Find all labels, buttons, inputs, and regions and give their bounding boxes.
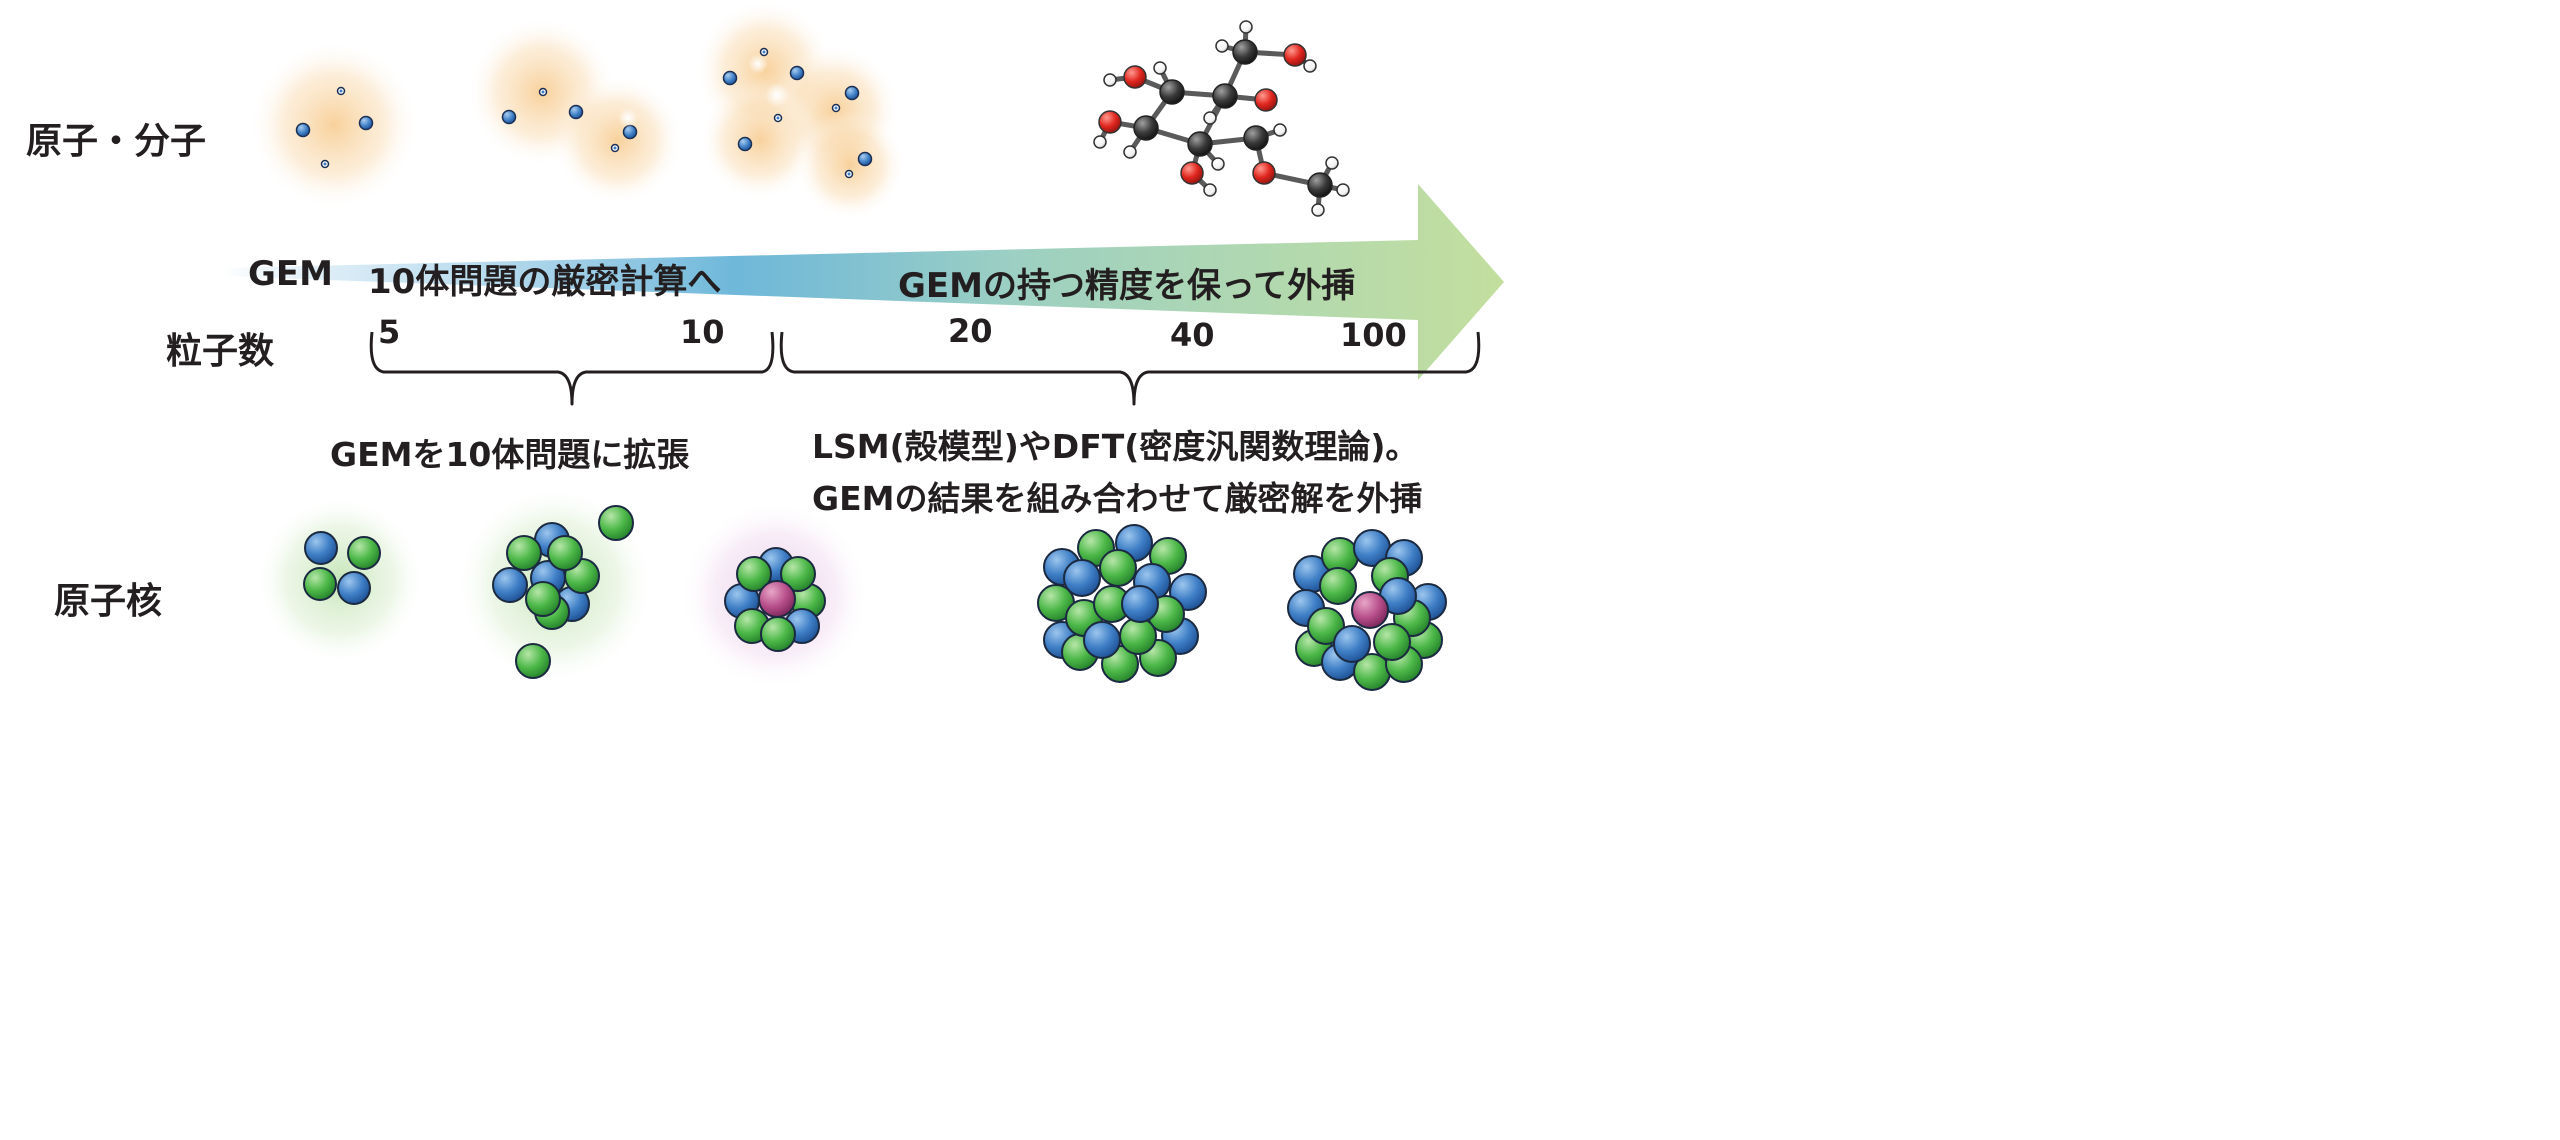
tick-20: 20 — [948, 312, 993, 350]
oxygen-atoms — [1098, 43, 1307, 185]
scale-diagram — [220, 0, 1504, 691]
right-description-line2: GEMの結果を組み合わせて厳密解を外挿 — [812, 479, 1423, 518]
molecule-model — [1093, 20, 1350, 217]
particle-count-label: 粒子数 — [166, 331, 275, 372]
tick-100: 100 — [1340, 316, 1407, 354]
arrow-gem-prefix: GEM — [248, 254, 333, 294]
atomic-clusters — [249, 0, 905, 220]
hydrogen-atoms — [1093, 20, 1350, 217]
tick-10: 10 — [680, 313, 725, 351]
left-brace — [369, 331, 775, 406]
arrow-right-text: GEMの持つ精度を保って外挿 — [898, 266, 1356, 306]
range-braces — [369, 331, 1481, 406]
tick-40: 40 — [1170, 316, 1215, 354]
carbon-atoms — [1133, 39, 1333, 198]
atom-cluster-small — [249, 40, 419, 210]
atom-cluster-large — [695, 0, 905, 220]
right-brace — [779, 331, 1481, 406]
nucleus-with-core-small — [724, 547, 826, 652]
atom-cluster-medium — [467, 17, 683, 205]
nucleus-large-with-core — [1287, 529, 1447, 691]
nucleus-4 — [303, 531, 381, 605]
atoms-molecules-label: 原子・分子 — [26, 121, 207, 162]
arrow-left-text: 10体問題の厳密計算へ — [368, 262, 722, 302]
nucleus-10 — [492, 505, 634, 679]
arrow-shaft — [220, 184, 1504, 380]
nuclei-label: 原子核 — [54, 581, 163, 622]
right-description-line1: LSM(殻模型)やDFT(密度汎関数理論)。 — [812, 427, 1419, 466]
scale-arrow — [220, 184, 1504, 380]
left-description: GEMを10体問題に拡張 — [330, 435, 690, 474]
nuclei-row — [255, 485, 1447, 691]
nucleus-large — [1037, 524, 1207, 683]
tick-5: 5 — [378, 313, 401, 351]
